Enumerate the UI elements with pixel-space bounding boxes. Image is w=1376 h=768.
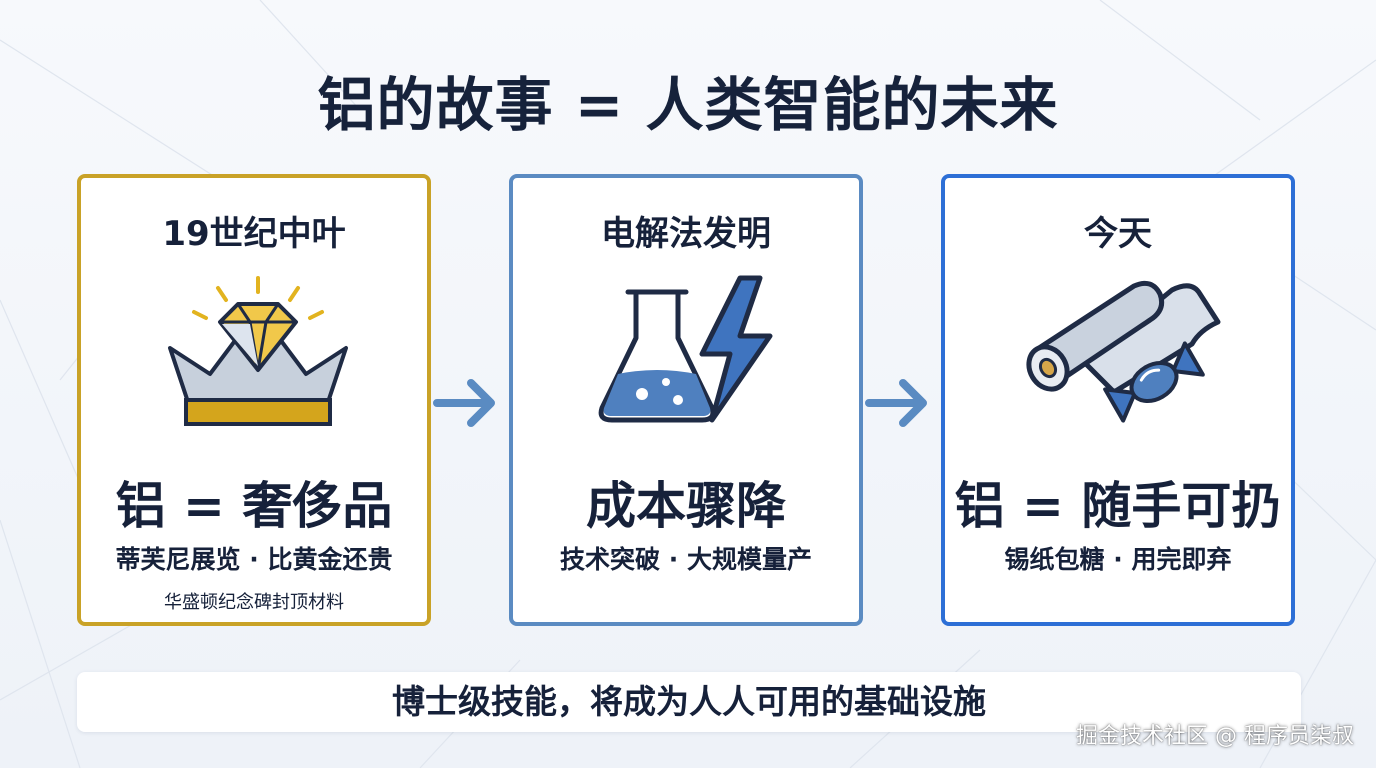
card-headline: 铝 = 随手可扔 [954,477,1282,535]
card-era: 19世纪中叶 [162,214,346,254]
card-today: 今天 铝 = 随手可扔 锡纸包糖 · 用完即弃 [941,174,1295,626]
arrow-right-icon [433,379,495,427]
card-electrolysis: 电解法发明 成本骤降 技术突破 · 大规模量产 [509,174,863,626]
card-headline: 成本骤降 [586,477,786,535]
card-description: 锡纸包糖 · 用完即弃 [1004,545,1232,574]
card-era: 今天 [1084,214,1152,254]
card-description: 技术突破 · 大规模量产 [560,545,812,574]
card-era: 电解法发明 [601,214,771,254]
page-title: 铝的故事 = 人类智能的未来 [317,71,1059,139]
card-description: 蒂芙尼展览 · 比黄金还贵 [115,545,393,574]
footer-banner: 博士级技能，将成为人人可用的基础设施 [77,672,1301,732]
card-headline: 铝 = 奢侈品 [115,477,393,535]
card-note: 华盛顿纪念碑封顶材料 [164,592,344,613]
flask-lightning-icon [598,275,773,423]
arrow-right-icon [865,379,927,427]
foil-roll-candy-icon [1026,280,1221,423]
watermark: 掘金技术社区 @ 程序员柒叔 [1076,724,1354,749]
card-19th-century: 19世纪中叶 铝 = 奢侈品 蒂芙尼展览 · 比黄金还贵 华盛顿纪念碑封顶材料 [77,174,431,626]
diamond-crown-icon [168,276,348,426]
